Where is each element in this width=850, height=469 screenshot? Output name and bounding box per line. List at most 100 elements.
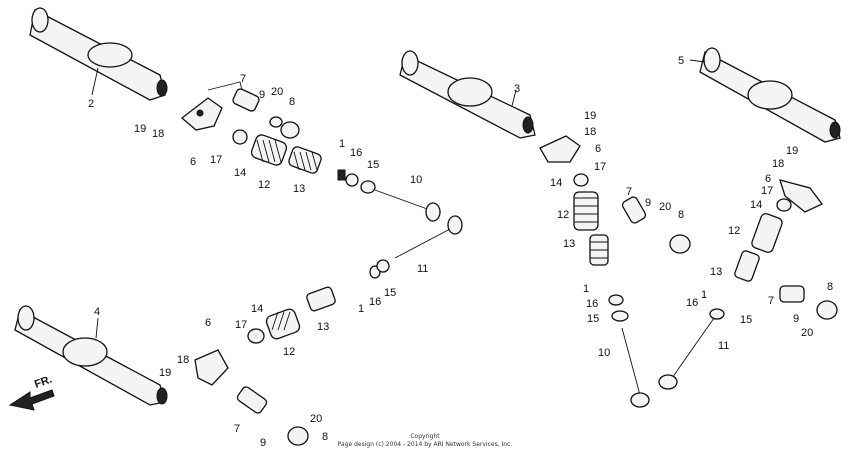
spring-13-top (288, 146, 322, 174)
valve-10-top (374, 189, 441, 222)
callout-18-d: 18 (772, 158, 784, 170)
callout-16-d: 16 (686, 297, 698, 309)
direction-arrow-icon (8, 389, 55, 411)
callout-11-a: 11 (417, 263, 428, 275)
seal-16-top (345, 173, 359, 187)
callout-7-a: 7 (240, 73, 246, 85)
callout-5: 5 (678, 55, 684, 67)
callout-17-a: 17 (210, 154, 222, 166)
spring-12-right (573, 191, 599, 231)
callout-12-a: 12 (258, 179, 270, 191)
lash-adjuster-top-left (232, 88, 260, 112)
callout-15-a: 15 (367, 159, 379, 171)
rocker-arm-top-left (180, 97, 223, 131)
callout-6-b: 6 (205, 317, 211, 329)
callout-7-c: 7 (626, 186, 632, 198)
valve-10-right (621, 327, 650, 408)
retainer-15-right (611, 310, 629, 322)
callout-13-a: 13 (293, 183, 305, 195)
callout-18-b: 18 (177, 354, 189, 366)
callout-labels: 2 3 4 5 19 18 6 17 7 9 20 8 14 12 13 1 1… (33, 55, 833, 449)
callout-16-b: 16 (369, 296, 381, 308)
callout-12-b: 12 (283, 346, 295, 358)
callout-14-b: 14 (251, 303, 263, 315)
seal-16-right (608, 294, 624, 306)
callout-20-a: 20 (271, 86, 283, 98)
spring-13-right (589, 234, 609, 266)
callout-9-c: 9 (645, 197, 651, 209)
callout-12-c: 12 (557, 209, 569, 221)
callout-17-c: 17 (594, 161, 606, 173)
callout-16-c: 16 (586, 298, 598, 310)
callout-7-d: 7 (768, 295, 774, 307)
copyright-line-2: Page design (c) 2004 - 2014 by ARI Netwo… (337, 441, 513, 448)
callout-7-b: 7 (234, 423, 240, 435)
lash-adjuster-right (621, 196, 647, 224)
copyright-line-1: Copyright (410, 433, 440, 440)
washer-14-top-left (232, 129, 248, 145)
callout-17-b: 17 (235, 319, 247, 331)
camshaft-top-center (399, 50, 536, 139)
retainer-15-top (360, 180, 376, 194)
callout-11-c: 11 (718, 340, 729, 352)
callout-14-a: 14 (234, 167, 246, 179)
spring-12-top (250, 134, 288, 166)
callout-3: 3 (514, 83, 520, 95)
callout-14-c: 14 (550, 177, 562, 189)
callout-14-d: 14 (750, 199, 762, 211)
callout-15-d: 15 (740, 314, 752, 326)
washer-14-right (573, 173, 589, 187)
callout-18-c: 18 (584, 126, 596, 138)
callout-13-c: 13 (563, 238, 575, 250)
callout-15-c: 15 (587, 313, 599, 325)
lash-adjuster-bottom (236, 386, 268, 414)
callout-15-b: 15 (384, 287, 396, 299)
leader-lines (91, 59, 706, 339)
cap-8-bottom (287, 426, 309, 446)
callout-17-d: 17 (761, 185, 773, 197)
camshaft-top-left (29, 7, 168, 101)
callout-6-d: 6 (765, 173, 771, 185)
callout-1-b: 1 (358, 303, 364, 315)
washer-14-far-right (776, 198, 792, 212)
callout-6-a: 6 (190, 156, 196, 168)
callout-19-b: 19 (159, 367, 171, 379)
callout-9-a: 9 (259, 89, 265, 101)
spring-12-far-right (751, 213, 783, 253)
callout-19-d: 19 (786, 145, 798, 157)
cap-8-far-right (816, 300, 838, 320)
callout-1-a: 1 (339, 138, 345, 150)
callout-20-d: 20 (801, 327, 813, 339)
callout-12-d: 12 (728, 225, 740, 237)
rocker-arm-far-right (779, 179, 823, 213)
cap-8-top-left (280, 121, 300, 139)
lash-adjuster-far-right (779, 285, 805, 303)
rocker-arm-bottom-left (194, 349, 229, 386)
callout-9-b: 9 (260, 437, 266, 449)
retainer-15-far-right (709, 308, 725, 320)
callout-19-a: 19 (134, 123, 146, 135)
cap-8-right (669, 234, 691, 254)
callout-10-a: 10 (410, 174, 422, 186)
callout-18-a: 18 (152, 128, 164, 140)
callout-16-a: 16 (350, 147, 362, 159)
retainer-15-bottom (376, 259, 390, 273)
spring-13-bottom (306, 286, 336, 312)
spring-13-far-right (734, 250, 760, 282)
callout-20-c: 20 (659, 201, 671, 213)
callout-19-c: 19 (584, 110, 596, 122)
callout-13-d: 13 (710, 266, 722, 278)
callout-8-c: 8 (678, 209, 684, 221)
callout-13-b: 13 (317, 321, 329, 333)
callout-10-c: 10 (598, 347, 610, 359)
callout-9-d: 9 (793, 313, 799, 325)
callout-1-d: 1 (701, 289, 707, 301)
callout-1-c: 1 (583, 283, 589, 295)
callout-8-d: 8 (827, 281, 833, 293)
direction-label: FR. (33, 373, 54, 390)
cotter-1-top (337, 169, 346, 181)
callout-4: 4 (94, 306, 100, 318)
oring-20-top-left (269, 116, 283, 128)
callout-8-b: 8 (322, 431, 328, 443)
